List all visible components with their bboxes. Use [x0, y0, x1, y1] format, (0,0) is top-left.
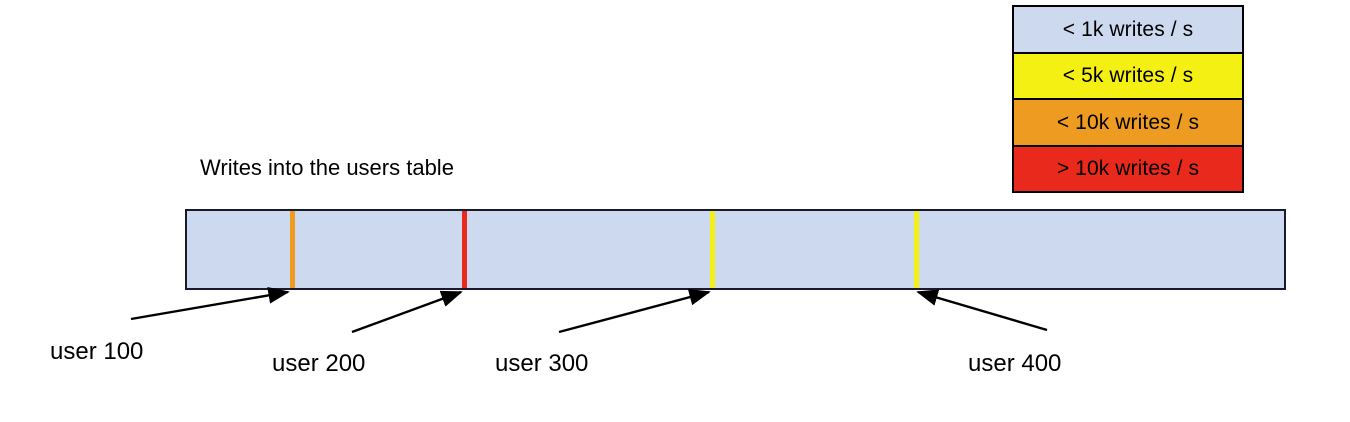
legend: < 1k writes / s < 5k writes / s < 10k wr… [1012, 5, 1244, 193]
legend-item-gt-10k[interactable]: > 10k writes / s [1012, 144, 1244, 193]
label-user-200: user 200 [272, 350, 366, 377]
legend-item-lt-5k[interactable]: < 5k writes / s [1012, 51, 1244, 100]
users-table-bar[interactable] [185, 209, 1286, 290]
arrow-user-300 [558, 288, 711, 334]
legend-item-label: < 1k writes / s [1062, 17, 1194, 41]
arrow-user-200 [351, 290, 463, 334]
arrow-user-100 [130, 287, 290, 321]
stripe-user-400[interactable] [914, 211, 919, 288]
legend-item-lt-10k[interactable]: < 10k writes / s [1012, 98, 1244, 147]
stripe-user-200[interactable] [462, 211, 467, 288]
label-user-400: user 400 [968, 350, 1062, 377]
chart-title: Writes into the users table [200, 155, 454, 180]
stripe-user-300[interactable] [710, 211, 715, 288]
label-user-100: user 100 [50, 338, 144, 365]
arrow-user-400 [916, 289, 1048, 332]
bar-base-fill [187, 211, 1284, 288]
legend-item-label: > 10k writes / s [1056, 157, 1200, 181]
label-user-300: user 300 [495, 350, 589, 377]
legend-item-lt-1k[interactable]: < 1k writes / s [1012, 5, 1244, 54]
legend-item-label: < 10k writes / s [1056, 110, 1200, 134]
legend-item-label: < 5k writes / s [1062, 64, 1194, 88]
stripe-user-100[interactable] [290, 211, 295, 288]
